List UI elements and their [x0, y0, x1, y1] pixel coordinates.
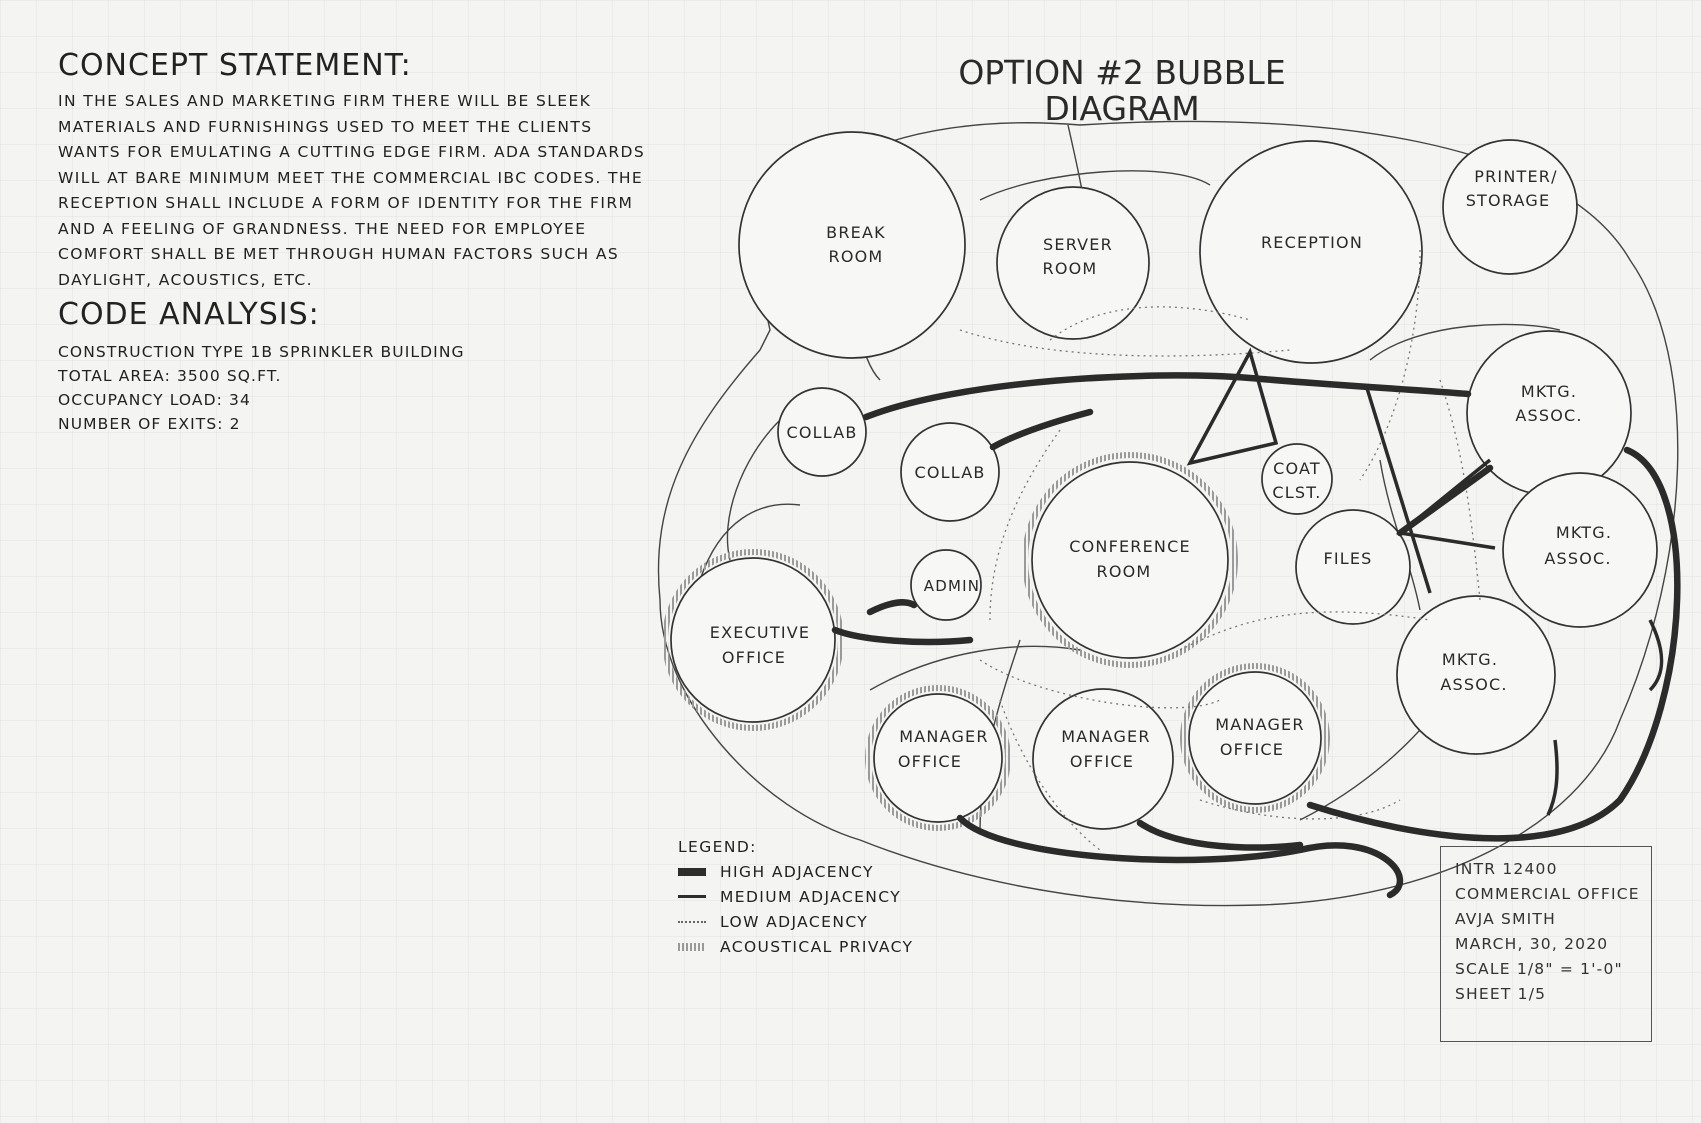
manager-office-1-label-l1: MANAGER — [899, 727, 988, 746]
conference-room-label-l2: ROOM — [1097, 562, 1152, 581]
notes-panel: CONCEPT STATEMENT: IN THE SALES AND MARK… — [58, 48, 658, 436]
diagram-title: OPTION #2 BUBBLE — [958, 53, 1285, 92]
mktg-assoc-3-bubble — [1396, 595, 1556, 755]
server-room-label: SERVER ROOM — [1043, 235, 1113, 278]
break-room-label: BREAK ROOM — [826, 223, 886, 266]
legend-label: LOW ADJACENCY — [720, 912, 869, 931]
author-name: AVJA SMITH — [1455, 910, 1556, 928]
code-line: OCCUPANCY LOAD: 34 — [58, 391, 251, 409]
drawing-date: MARCH, 30, 2020 — [1455, 935, 1609, 953]
collab-1-label: COLLAB — [786, 423, 857, 442]
manager-office-1-label: MANAGER OFFICE — [898, 727, 989, 771]
code-line: TOTAL AREA: 3500 SQ.FT. — [58, 367, 282, 385]
room-labels: BREAK ROOM SERVER ROOM RECEPTION PRINTER/S… — [710, 167, 1612, 771]
printer-storage-bubble — [1442, 139, 1578, 275]
conference-room-label: CONFERENCE ROOM — [1069, 537, 1191, 581]
code-line: CONSTRUCTION TYPE 1B SPRINKLER BUILDING — [58, 343, 465, 361]
mktg-assoc-1-label-l1: MKTG. — [1521, 382, 1577, 401]
legend-item-acoustical: ACOUSTICAL PRIVACY — [678, 934, 913, 959]
legend-item-high: HIGH ADJACENCY — [678, 859, 913, 884]
concept-text: IN THE SALES AND MARKETING FIRM THERE WI… — [58, 92, 646, 289]
collab-1-bubble — [777, 387, 867, 477]
manager-office-3-label-l2: OFFICE — [1220, 740, 1284, 759]
low-adjacency-swatch — [678, 920, 706, 923]
legend-title: LEGEND: — [678, 838, 757, 856]
executive-office-bubble — [670, 557, 836, 723]
conference-room-label-l1: CONFERENCE — [1069, 537, 1191, 556]
coat-closet-label-l2: CLST. — [1272, 483, 1321, 502]
legend: LEGEND: HIGH ADJACENCY MEDIUM ADJACENCY … — [678, 838, 913, 959]
legend-label: MEDIUM ADJACENCY — [720, 887, 902, 906]
medium-adjacency-swatch — [678, 895, 706, 898]
acoustical-privacy-swatch — [678, 942, 706, 951]
mktg-assoc-3-label: MKTG. ASSOC. — [1440, 650, 1507, 694]
concept-heading: CONCEPT STATEMENT: — [58, 48, 412, 83]
low-adjacency-lines — [959, 249, 1481, 851]
room-bubbles — [670, 131, 1658, 830]
code-list: CONSTRUCTION TYPE 1B SPRINKLER BUILDING … — [58, 340, 658, 436]
break-room-label-l1: BREAK — [826, 223, 886, 242]
executive-office-label: EXECUTIVE OFFICE — [710, 623, 810, 667]
coat-closet-bubble — [1261, 443, 1333, 515]
mktg-assoc-2-label-l2: ASSOC. — [1544, 549, 1611, 568]
mktg-assoc-1-label-l2: ASSOC. — [1515, 406, 1582, 425]
legend-label: ACOUSTICAL PRIVACY — [720, 937, 914, 956]
server-room-label-l2: ROOM — [1043, 259, 1098, 278]
files-label: FILES — [1323, 549, 1372, 568]
admin-label: ADMIN — [924, 577, 980, 595]
manager-office-2-bubble — [1032, 688, 1174, 830]
manager-office-2-label-l2: OFFICE — [1070, 752, 1134, 771]
collab-2-bubble — [900, 422, 1000, 522]
coat-closet-label-l1: COAT — [1273, 459, 1321, 478]
reception-bubble — [1199, 140, 1423, 364]
high-adjacency-lines — [831, 372, 1681, 899]
manager-office-3-label-l1: MANAGER — [1215, 715, 1304, 734]
server-room-label-l1: SERVER — [1043, 235, 1113, 254]
conference-room-bubble — [1031, 461, 1229, 659]
executive-office-label-l1: EXECUTIVE — [710, 623, 810, 642]
code-heading: CODE ANALYSIS: — [58, 297, 320, 332]
collab-2-label: COLLAB — [914, 463, 985, 482]
mktg-assoc-3-label-l2: ASSOC. — [1440, 675, 1507, 694]
reception-label: RECEPTION — [1261, 233, 1363, 252]
coat-closet-label: COAT CLST. — [1272, 459, 1321, 502]
mktg-assoc-3-label-l1: MKTG. — [1442, 650, 1498, 669]
mktg-assoc-2-label-l1: MKTG. — [1556, 523, 1612, 542]
manager-office-2-label: MANAGER OFFICE — [1061, 727, 1150, 771]
legend-label: HIGH ADJACENCY — [720, 862, 874, 881]
mktg-assoc-1-label: MKTG. ASSOC. — [1515, 382, 1582, 425]
medium-adjacency-lines — [1186, 347, 1664, 816]
printer-storage-label-l1: PRINTER/ — [1474, 167, 1557, 186]
legend-item-low: LOW ADJACENCY — [678, 909, 913, 934]
code-line: NUMBER OF EXITS: 2 — [58, 415, 241, 433]
admin-bubble — [910, 549, 982, 621]
manager-office-3-label: MANAGER OFFICE — [1215, 715, 1304, 759]
manager-office-2-label-l1: MANAGER — [1061, 727, 1150, 746]
manager-office-1-label-l2: OFFICE — [898, 752, 962, 771]
acoustical-privacy-hatching — [662, 452, 1330, 831]
title-block: INTR 12400 COMMERCIAL OFFICE AVJA SMITH … — [1440, 846, 1652, 1042]
executive-office-label-l2: OFFICE — [722, 648, 786, 667]
legend-item-medium: MEDIUM ADJACENCY — [678, 884, 913, 909]
printer-storage-label: PRINTER/STORAGE — [1466, 167, 1558, 210]
files-bubble — [1295, 509, 1411, 625]
sheet-number: SHEET 1/5 — [1455, 985, 1547, 1003]
course-code: INTR 12400 — [1455, 860, 1558, 878]
server-room-bubble — [996, 186, 1150, 340]
project-name: COMMERCIAL OFFICE — [1455, 885, 1640, 903]
high-adjacency-swatch — [678, 867, 706, 876]
mktg-assoc-2-label: MKTG. ASSOC. — [1544, 523, 1612, 568]
manager-office-1-bubble — [873, 693, 1003, 823]
drawing-scale: SCALE 1/8" = 1'-0" — [1455, 960, 1623, 978]
manager-office-3-bubble — [1188, 671, 1322, 805]
break-room-bubble — [738, 131, 966, 359]
printer-storage-label-l2: STORAGE — [1466, 191, 1551, 210]
mktg-assoc-2-bubble — [1502, 472, 1658, 628]
break-room-label-l2: ROOM — [829, 247, 884, 266]
